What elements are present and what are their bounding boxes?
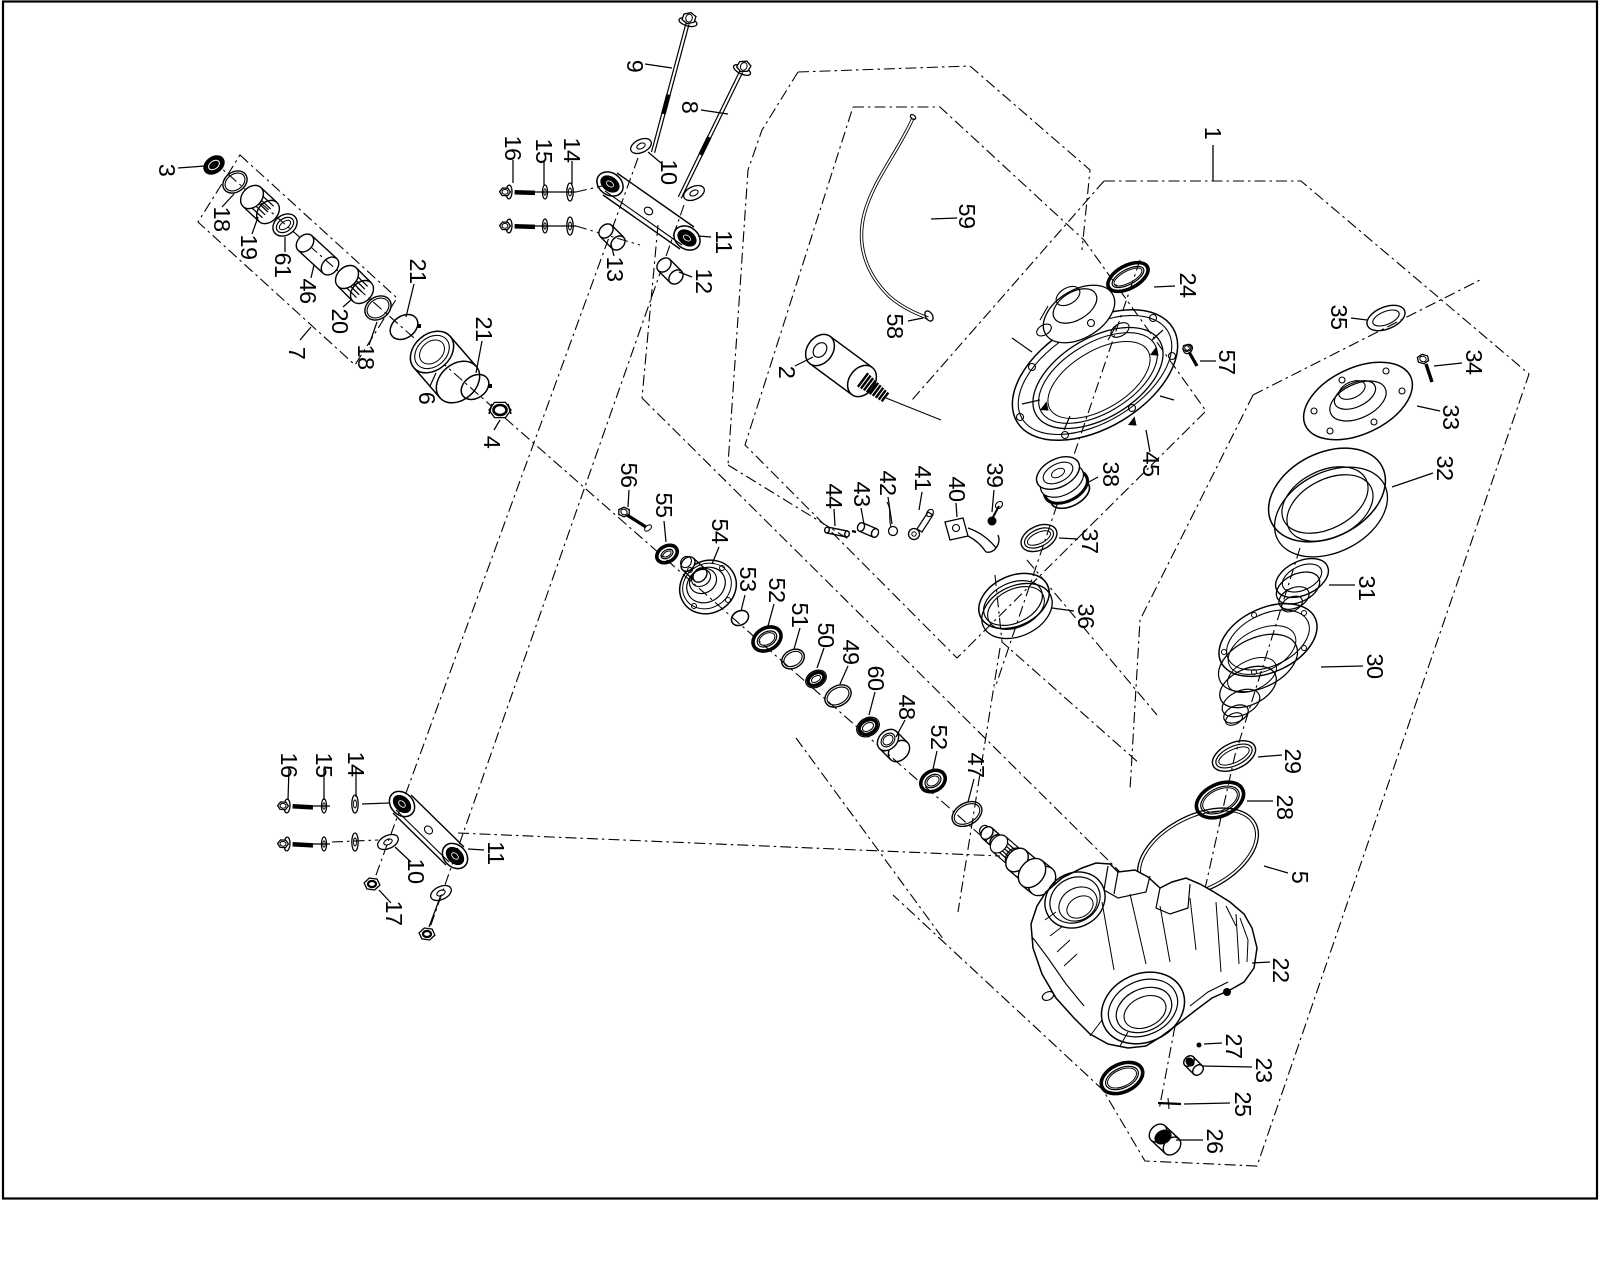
svg-text:25: 25 — [1230, 1091, 1256, 1117]
svg-text:22: 22 — [1268, 957, 1294, 982]
svg-text:20: 20 — [327, 308, 353, 334]
svg-text:15: 15 — [531, 138, 557, 164]
svg-text:52: 52 — [926, 724, 952, 749]
svg-text:35: 35 — [1326, 304, 1352, 330]
svg-text:32: 32 — [1432, 455, 1458, 480]
svg-text:11: 11 — [711, 230, 737, 253]
svg-text:24: 24 — [1175, 272, 1201, 298]
svg-text:38: 38 — [1098, 461, 1124, 487]
svg-text:11: 11 — [483, 841, 509, 864]
svg-text:15: 15 — [311, 752, 337, 778]
svg-text:57: 57 — [1214, 349, 1240, 374]
svg-text:18: 18 — [209, 206, 235, 232]
svg-text:61: 61 — [270, 252, 296, 277]
svg-text:9: 9 — [622, 60, 648, 73]
svg-text:31: 31 — [1354, 575, 1380, 600]
svg-text:23: 23 — [1251, 1057, 1277, 1083]
svg-text:55: 55 — [651, 492, 677, 518]
svg-text:30: 30 — [1362, 653, 1388, 679]
svg-text:14: 14 — [343, 751, 369, 777]
svg-text:51: 51 — [787, 602, 813, 627]
svg-text:37: 37 — [1077, 528, 1103, 553]
svg-text:43: 43 — [849, 481, 875, 507]
svg-text:41: 41 — [910, 465, 936, 490]
svg-text:5: 5 — [1287, 871, 1313, 884]
svg-text:40: 40 — [944, 476, 970, 502]
svg-text:56: 56 — [616, 462, 642, 488]
svg-text:58: 58 — [882, 313, 908, 339]
svg-text:47: 47 — [963, 752, 989, 777]
svg-text:54: 54 — [707, 518, 733, 544]
svg-text:29: 29 — [1280, 748, 1306, 773]
svg-text:3: 3 — [154, 164, 180, 177]
svg-text:48: 48 — [894, 694, 920, 720]
svg-text:16: 16 — [500, 135, 526, 161]
svg-text:17: 17 — [381, 900, 407, 925]
svg-text:46: 46 — [295, 278, 321, 304]
svg-text:12: 12 — [691, 268, 717, 293]
svg-text:27: 27 — [1221, 1033, 1247, 1058]
svg-text:13: 13 — [602, 256, 628, 282]
svg-text:28: 28 — [1272, 794, 1298, 820]
svg-text:59: 59 — [954, 203, 980, 228]
svg-text:49: 49 — [838, 639, 864, 664]
svg-text:4: 4 — [479, 436, 505, 449]
svg-text:33: 33 — [1438, 404, 1464, 430]
svg-text:16: 16 — [276, 752, 302, 778]
svg-text:39: 39 — [982, 462, 1008, 487]
svg-text:21: 21 — [471, 316, 497, 341]
svg-text:18: 18 — [353, 344, 379, 370]
svg-text:7: 7 — [284, 347, 310, 360]
svg-text:52: 52 — [764, 577, 790, 602]
svg-text:10: 10 — [656, 159, 682, 185]
svg-text:60: 60 — [863, 665, 889, 691]
svg-text:36: 36 — [1073, 603, 1099, 629]
svg-text:26: 26 — [1202, 1128, 1228, 1154]
svg-text:44: 44 — [821, 483, 847, 509]
svg-text:6: 6 — [414, 392, 440, 405]
svg-text:53: 53 — [735, 566, 761, 592]
svg-text:1: 1 — [1200, 127, 1226, 140]
svg-text:45: 45 — [1138, 451, 1164, 477]
svg-text:14: 14 — [559, 137, 585, 163]
svg-text:42: 42 — [875, 470, 901, 495]
svg-text:10: 10 — [403, 858, 429, 884]
svg-text:19: 19 — [236, 234, 262, 259]
svg-text:2: 2 — [774, 366, 800, 379]
svg-text:21: 21 — [405, 258, 431, 283]
svg-text:50: 50 — [813, 622, 839, 648]
svg-text:8: 8 — [677, 101, 703, 114]
svg-text:34: 34 — [1461, 349, 1487, 375]
